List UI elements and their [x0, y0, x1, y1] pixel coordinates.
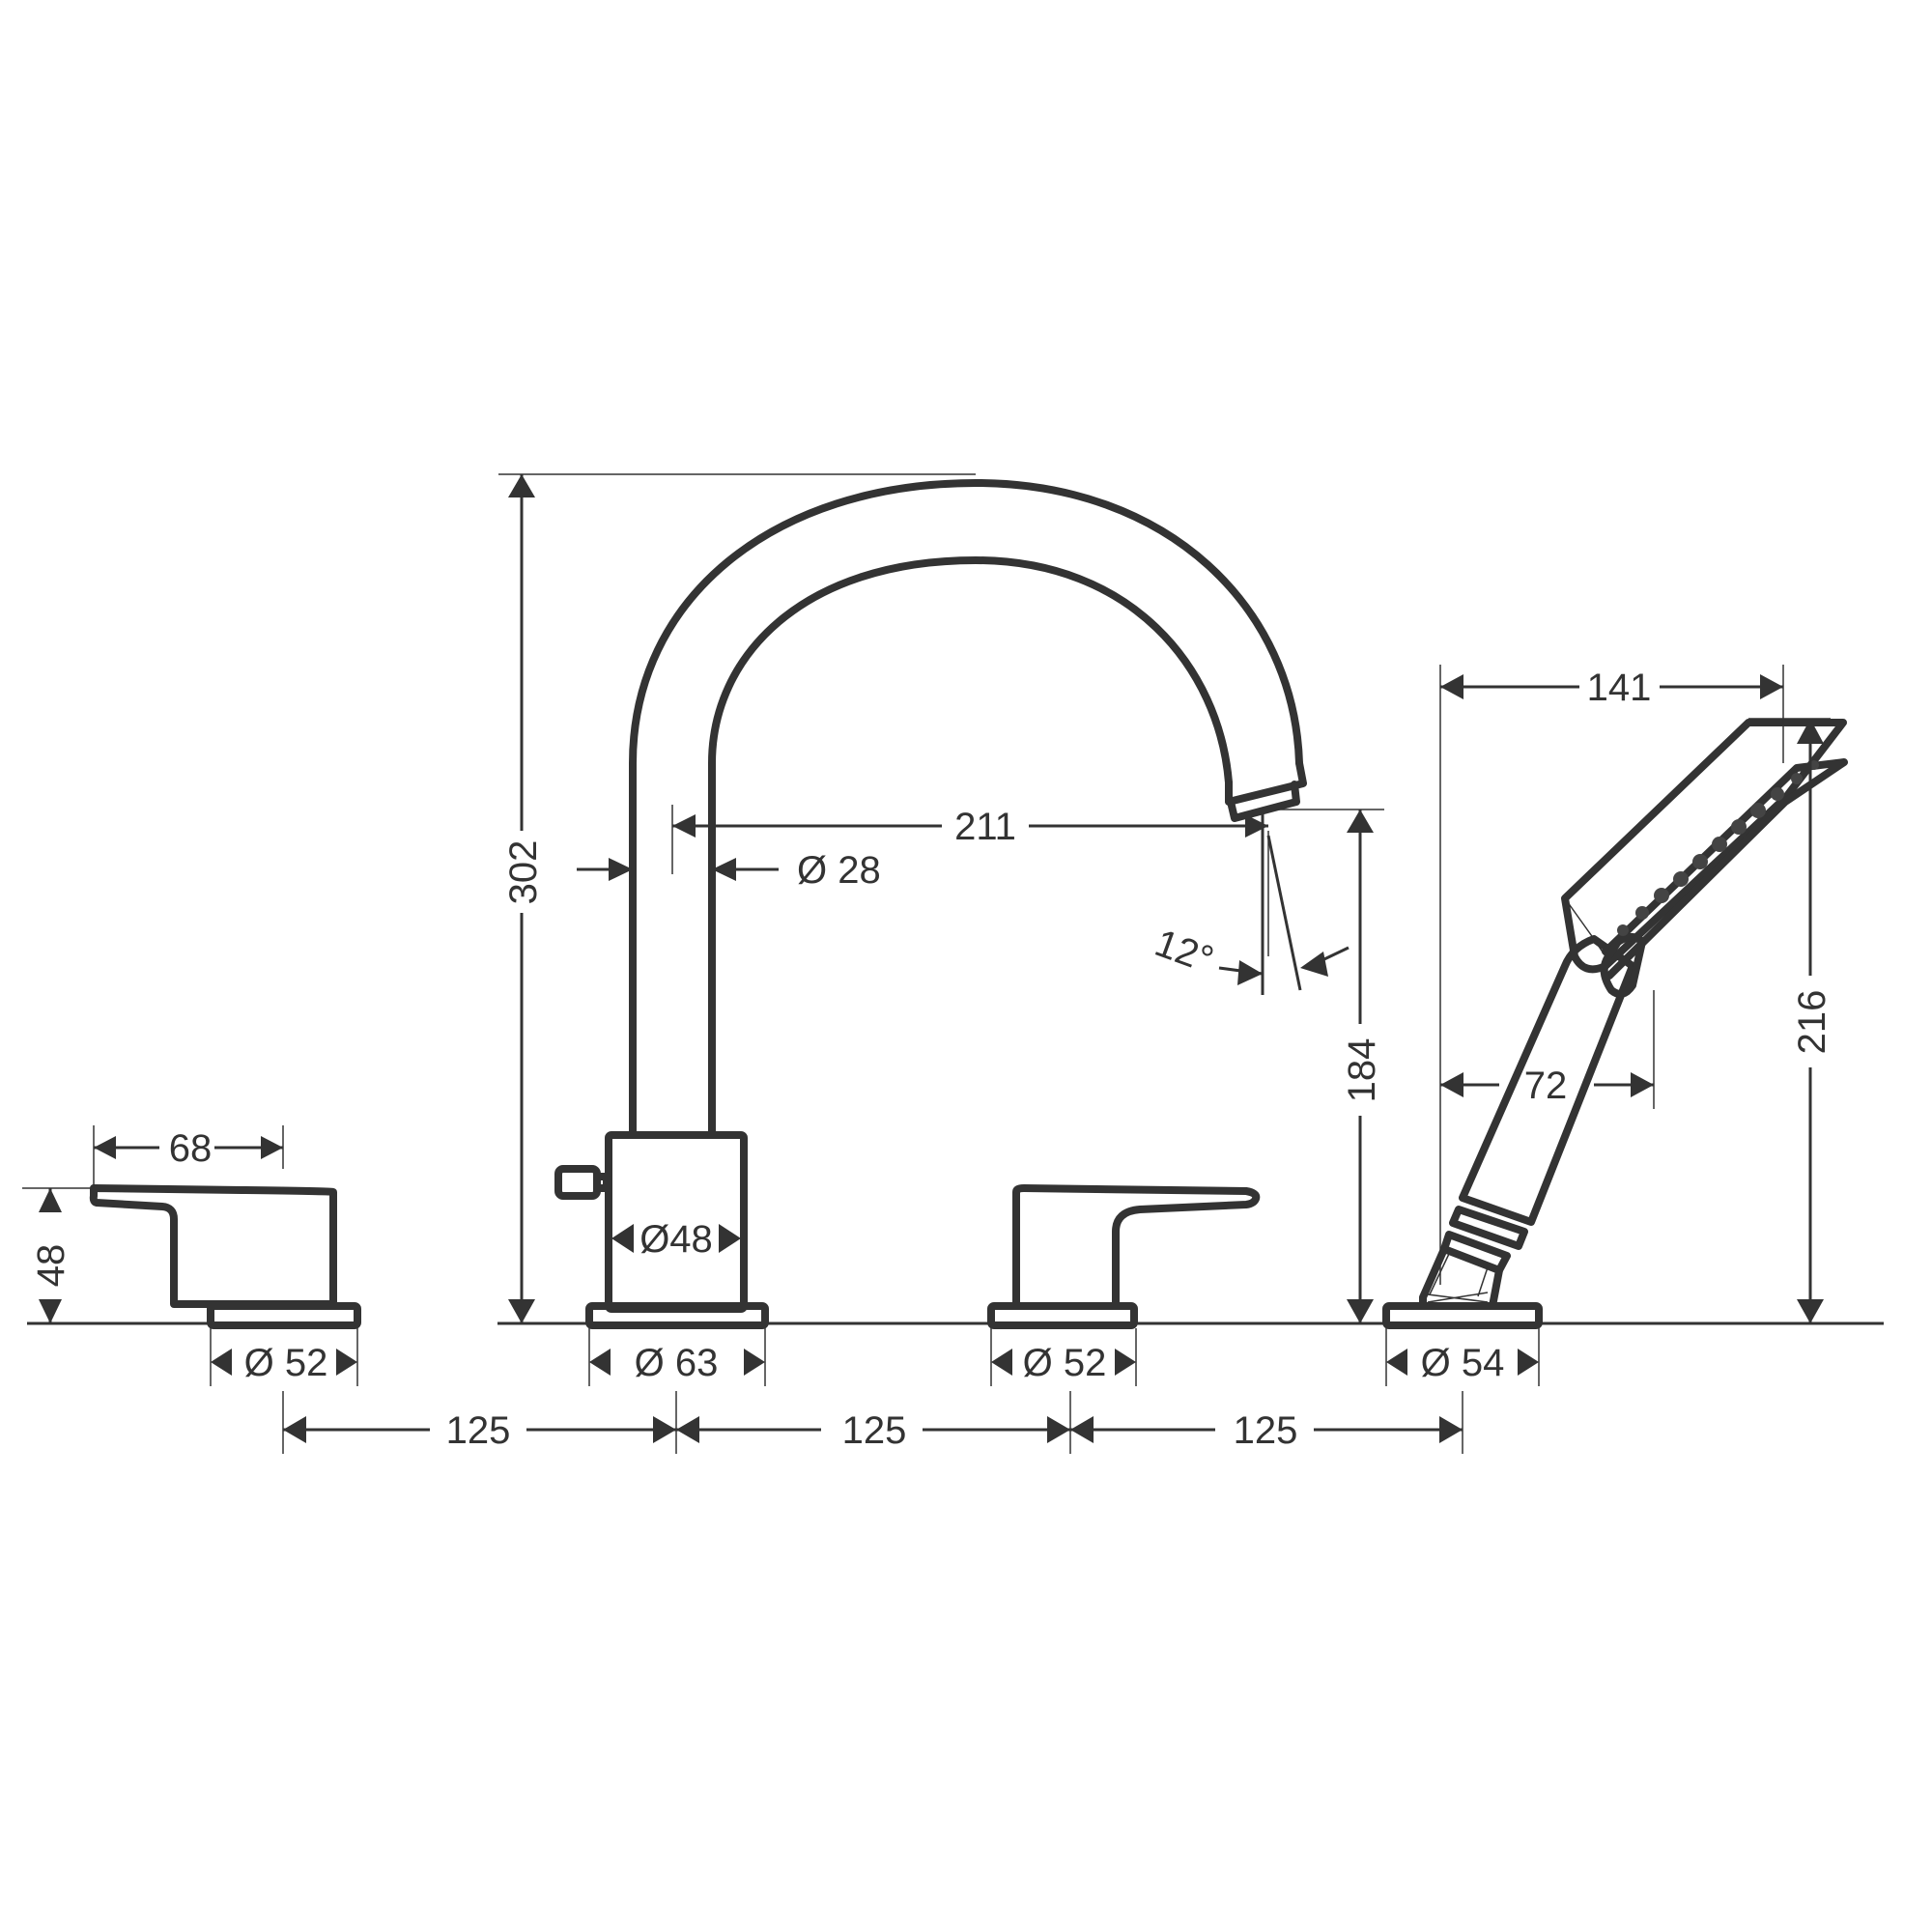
label-spacing-2: 125 — [842, 1409, 907, 1452]
label-141: 141 — [1587, 667, 1652, 709]
dim-spout-outlet-height: 184 — [1275, 809, 1384, 1323]
dim-hand-shower-offset: 72 — [1440, 990, 1655, 1109]
dim-spout-outlet-angle: 12° — [1150, 814, 1350, 995]
label-12-degrees: 12° — [1150, 922, 1219, 981]
right-handle — [987, 1184, 1261, 1329]
label-dia-52-right: Ø 52 — [1023, 1342, 1107, 1384]
label-dia-28: Ø 28 — [797, 849, 881, 892]
label-216: 216 — [1791, 990, 1833, 1055]
dim-left-handle-height: 48 — [22, 1187, 92, 1323]
dim-left-handle-width: 68 — [93, 1125, 284, 1188]
label-dia-52-left: Ø 52 — [244, 1342, 328, 1384]
dim-hand-shower-width: 141 — [1439, 665, 1784, 1285]
dim-spout-projection: 211 — [671, 805, 1269, 956]
hand-shower — [1382, 719, 1848, 1329]
label-72: 72 — [1524, 1065, 1568, 1107]
label-211: 211 — [954, 806, 1016, 848]
dim-hand-shower-height: 216 — [1748, 718, 1833, 1323]
dim-spout-body-diameter: Ø48 — [611, 1218, 741, 1261]
dim-spout-base-diameter: Ø 63 — [588, 1328, 766, 1386]
label-48: 48 — [30, 1244, 72, 1288]
label-302: 302 — [502, 840, 545, 905]
label-68: 68 — [169, 1127, 213, 1170]
spray-nozzles — [1617, 760, 1819, 936]
label-dia-48: Ø48 — [639, 1218, 713, 1261]
dim-hand-shower-base: Ø 54 — [1385, 1328, 1540, 1386]
dim-right-handle-base: Ø 52 — [990, 1328, 1137, 1386]
dim-left-handle-base: Ø 52 — [210, 1328, 358, 1386]
dim-spout-height: 302 — [498, 473, 976, 1323]
left-handle — [89, 1184, 361, 1329]
spout — [554, 479, 1307, 1329]
dim-center-spacing: 125 125 125 — [282, 1391, 1463, 1454]
dim-spout-pipe-diameter: Ø 28 — [577, 849, 881, 892]
label-spacing-3: 125 — [1234, 1409, 1298, 1452]
label-spacing-1: 125 — [446, 1409, 511, 1452]
label-dia-54: Ø 54 — [1421, 1342, 1505, 1384]
label-dia-63: Ø 63 — [635, 1342, 719, 1384]
label-184: 184 — [1341, 1038, 1383, 1103]
